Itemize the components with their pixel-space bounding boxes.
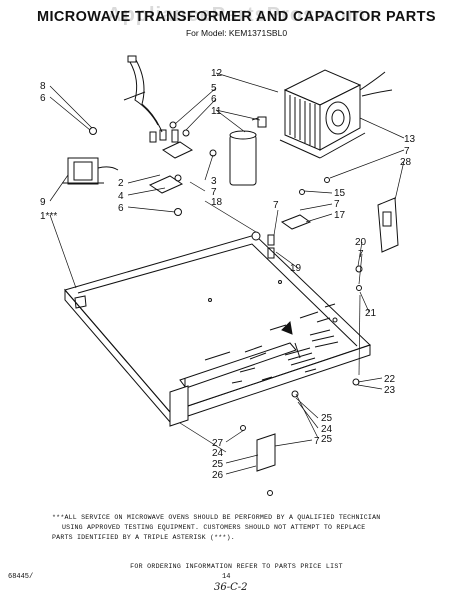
handwritten-annotation: 36-C-2 bbox=[214, 582, 248, 593]
callout-6: 6 bbox=[40, 93, 46, 104]
transformer bbox=[279, 69, 393, 159]
wire-harness bbox=[123, 55, 167, 143]
callout-labels: 8 6 12 5 6 11 13 7 28 2 4 3 7 6 18 9 1**… bbox=[40, 68, 416, 481]
page-number: 14 bbox=[222, 573, 231, 581]
callout-28: 28 bbox=[400, 157, 412, 168]
callout-1: 1*** bbox=[40, 211, 57, 222]
callout-24: 24 bbox=[212, 448, 224, 459]
callout-25: 25 bbox=[321, 413, 333, 424]
service-note-line-2: USING APPROVED TESTING EQUIPMENT. CUSTOM… bbox=[62, 524, 366, 531]
callout-3: 3 bbox=[211, 176, 217, 187]
terminal-block bbox=[267, 214, 312, 259]
callout-12: 12 bbox=[211, 68, 223, 79]
callout-7: 7 bbox=[211, 187, 217, 198]
callout-6: 6 bbox=[211, 94, 217, 105]
callout-7: 7 bbox=[314, 436, 320, 447]
callout-22: 22 bbox=[384, 374, 396, 385]
callout-9: 9 bbox=[40, 197, 46, 208]
diagram-title: MICROWAVE TRANSFORMER AND CAPACITOR PART… bbox=[36, 9, 437, 25]
callout-2: 2 bbox=[118, 178, 124, 189]
callout-25: 25 bbox=[212, 459, 224, 470]
callout-24: 24 bbox=[321, 424, 333, 435]
capacitor bbox=[229, 116, 267, 186]
service-note: ***ALL SERVICE ON MICROWAVE OVENS SHOULD… bbox=[52, 513, 432, 543]
callout-15: 15 bbox=[334, 188, 346, 199]
callout-25: 25 bbox=[321, 434, 333, 445]
mounting-brackets bbox=[169, 385, 276, 472]
callout-20: 20 bbox=[355, 237, 367, 248]
callout-8: 8 bbox=[40, 81, 46, 92]
callout-7: 7 bbox=[334, 199, 340, 210]
model-subtitle: For Model: KEM1371SBL0 bbox=[185, 28, 288, 38]
exploded-parts-diagram: 8 6 12 5 6 11 13 7 28 2 4 3 7 6 18 9 1**… bbox=[40, 55, 416, 496]
callout-11: 11 bbox=[211, 106, 222, 117]
leader-lines bbox=[49, 72, 405, 475]
callout-19: 19 bbox=[290, 263, 302, 274]
callout-18: 18 bbox=[211, 197, 223, 208]
callout-21: 21 bbox=[365, 308, 377, 319]
callout-7: 7 bbox=[404, 146, 410, 157]
callout-23: 23 bbox=[384, 385, 396, 396]
callout-26: 26 bbox=[212, 470, 224, 481]
document-code: 68445/ bbox=[8, 573, 34, 581]
base-plate bbox=[64, 234, 371, 424]
filament-transformer bbox=[62, 157, 119, 185]
callout-27: 27 bbox=[212, 438, 224, 449]
callout-13: 13 bbox=[404, 134, 416, 145]
service-note-line-3: PARTS IDENTIFIED BY A TRIPLE ASTERISK (*… bbox=[52, 534, 235, 541]
callout-7: 7 bbox=[273, 200, 279, 211]
diode-bracket bbox=[148, 129, 194, 194]
callout-7: 7 bbox=[358, 249, 364, 260]
ordering-info: FOR ORDERING INFORMATION REFER TO PARTS … bbox=[130, 563, 343, 570]
callout-17: 17 bbox=[334, 210, 346, 221]
interlock-switch bbox=[377, 197, 399, 253]
service-note-line-1: ***ALL SERVICE ON MICROWAVE OVENS SHOULD… bbox=[52, 514, 381, 521]
callout-5: 5 bbox=[211, 83, 217, 94]
callout-6: 6 bbox=[118, 203, 124, 214]
callout-4: 4 bbox=[118, 191, 124, 202]
